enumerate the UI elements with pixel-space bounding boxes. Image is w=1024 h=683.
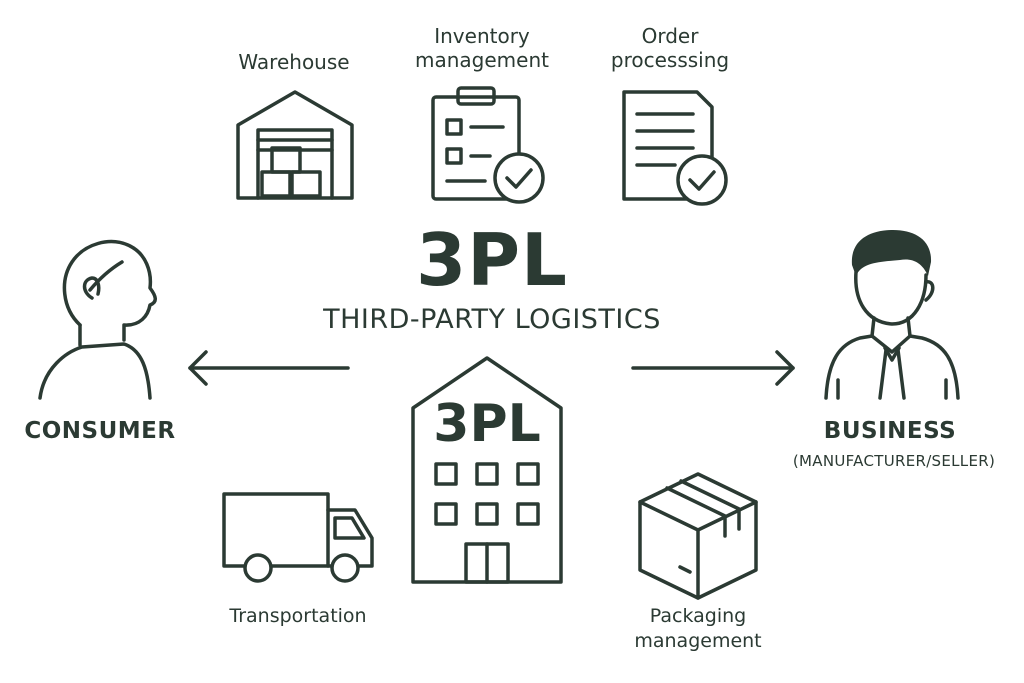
clipboard-check-icon [431,86,545,204]
business-sublabel: (MANUFACTURER/SELLER) [792,452,996,470]
subtitle: THIRD-PARTY LOGISTICS [323,304,661,335]
businessman-icon [824,230,960,400]
order-label: Order processsing [595,24,745,72]
document-check-icon [622,90,728,206]
arrow-right-icon [631,350,795,386]
inventory-label-line1: Inventory [434,24,530,48]
warehouse-icon [236,90,354,200]
transportation-label: Transportation [229,605,367,627]
arrow-left-icon [188,350,350,386]
order-label-line1: Order [641,24,699,48]
building-label: 3PL [433,394,541,454]
inventory-label-line2: management [415,48,549,72]
order-label-line2: processsing [610,48,730,72]
packaging-label: Packaging management [612,604,784,654]
person-icon [38,239,157,400]
main-title: 3PL [416,218,568,302]
box-icon [638,472,758,600]
building-icon [411,356,563,584]
packaging-label-line2: management [634,630,762,652]
consumer-label: CONSUMER [24,418,176,444]
inventory-label: Inventory management [402,24,562,72]
business-label: BUSINESS [823,418,957,444]
truck-icon [222,492,374,583]
packaging-label-line1: Packaging [649,605,747,627]
warehouse-label: Warehouse [238,50,350,74]
